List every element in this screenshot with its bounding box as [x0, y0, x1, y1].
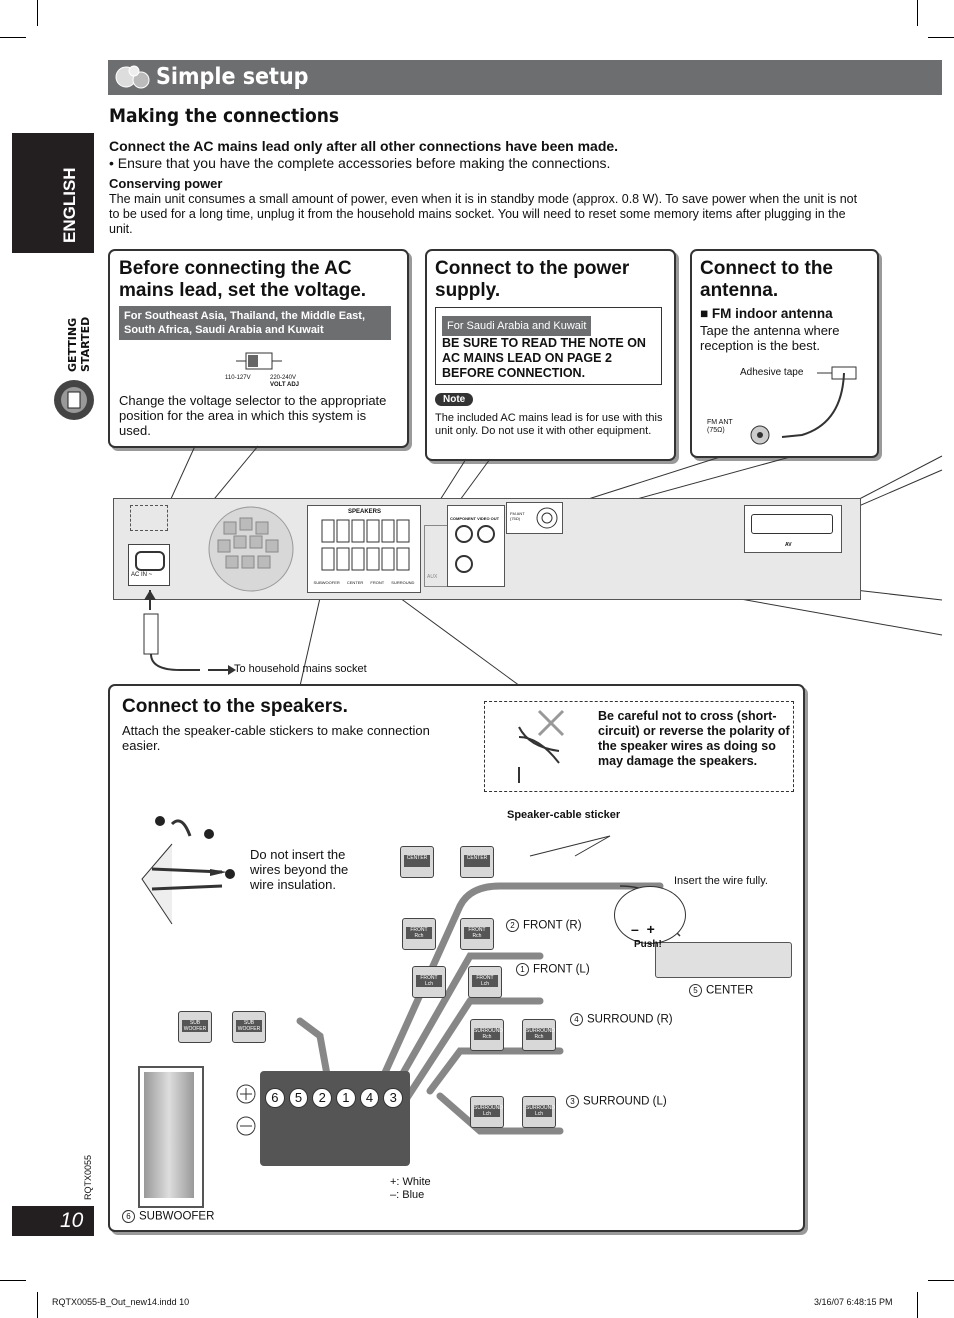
- speakers-text: Attach the speaker-cable stickers to mak…: [122, 723, 430, 753]
- voltage-text: Change the voltage selector to the appro…: [119, 393, 387, 438]
- page-title: Simple setup: [156, 64, 309, 90]
- vent-grille: [208, 506, 294, 592]
- insulation-note: Do not insert the wires beyond the wire …: [250, 847, 349, 892]
- insert-detail: – +: [614, 886, 686, 944]
- footer-file: RQTX0055-B_Out_new14.indd 10: [52, 1297, 190, 1307]
- crop-mark: [928, 37, 954, 38]
- crop-mark: [917, 0, 918, 26]
- mains-plug-icon: [143, 590, 236, 675]
- polarity-icons: [236, 1084, 256, 1136]
- voltage-selector-icon: [236, 352, 282, 370]
- speakers-title: Connect to the speakers.: [122, 696, 348, 717]
- short-circuit-icon: [518, 709, 565, 783]
- terminal-label: SUBWOOFER: [313, 580, 340, 585]
- terminal-block: [260, 1071, 410, 1166]
- subwoofer-speaker: [138, 1066, 204, 1208]
- speaker-terminals: SPEAKERS SUBWOOFER CENTER FRONT SURROUND: [307, 505, 421, 593]
- note-badge: Note: [435, 393, 474, 406]
- crop-mark: [37, 0, 38, 26]
- insert-note: Insert the wire fully.: [674, 875, 768, 887]
- tape-label: Adhesive tape: [740, 367, 804, 378]
- power-note-text: The included AC mains lead is for use wi…: [435, 412, 663, 437]
- wire-insert-icon: [141, 816, 235, 925]
- footer-date: 3/16/07 6:48:15 PM: [814, 1297, 893, 1307]
- voltage-box: Before connecting the AC mains lead, set…: [108, 249, 409, 448]
- conserve-title: Conserving power: [109, 176, 223, 191]
- crop-mark: [0, 37, 26, 38]
- power-notice: BE SURE TO READ THE NOTE ON AC MAINS LEA…: [442, 336, 646, 380]
- terminal-order: 6 5 2 1 4 3: [265, 1088, 407, 1108]
- bubbles-icon: [115, 65, 150, 89]
- caution-box: Be careful not to cross (short-circuit) …: [484, 701, 794, 792]
- power-title: Connect to the power supply.: [435, 258, 630, 301]
- crop-mark: [928, 1280, 954, 1281]
- rear-panel: AC IN ~ SPEAKERS SUBWOOFER CENTER FRONT …: [113, 498, 861, 600]
- voltage-title: Before connecting the AC mains lead, set…: [119, 258, 367, 301]
- crop-mark: [917, 1292, 918, 1318]
- av-label: AV: [785, 542, 792, 548]
- page-number-tab: 10: [12, 1206, 94, 1236]
- speakers-box: Connect to the speakers. Attach the spea…: [108, 684, 805, 1232]
- mains-caption: To household mains socket: [234, 663, 367, 675]
- power-notice-frame: For Saudi Arabia and Kuwait BE SURE TO R…: [435, 307, 662, 385]
- section-heading: Making the connections: [109, 105, 340, 127]
- power-region: For Saudi Arabia and Kuwait: [442, 316, 592, 336]
- voltage-left-label: 110-127V: [225, 375, 251, 381]
- center-speaker: [655, 942, 792, 978]
- antenna-text: Tape the antenna where reception is the …: [700, 323, 840, 353]
- antenna-title: Connect to the antenna.: [700, 258, 833, 301]
- polarity-legend: +: White –: Blue: [390, 1176, 431, 1201]
- language-tab: ENGLISH: [12, 133, 94, 253]
- component-label: COMPONENT VIDEO OUT: [450, 516, 500, 521]
- terminal-label: SURROUND: [391, 580, 415, 585]
- crop-mark: [0, 1280, 26, 1281]
- antenna-subtitle: ■ FM indoor antenna: [700, 306, 833, 321]
- fm-antenna-jack: FM ANT (75Ω): [506, 502, 563, 534]
- title-bar: Simple setup: [108, 60, 942, 95]
- ac-inlet: AC IN ~: [128, 544, 170, 586]
- av-scart: AV: [744, 505, 842, 553]
- aux-label: AUX: [427, 574, 438, 580]
- conserve-text: The main unit consumes a small amount of…: [109, 192, 858, 236]
- speakers-label: SPEAKERS: [348, 509, 382, 515]
- fm-jack-label: FM ANT (75Ω): [510, 511, 525, 521]
- intro-warning: Connect the AC mains lead only after all…: [109, 138, 619, 154]
- sticker-label: Speaker-cable sticker: [507, 809, 621, 821]
- antenna-icon: [750, 366, 857, 445]
- terminal-label: FRONT: [370, 580, 385, 585]
- page-number: 10: [60, 1209, 84, 1232]
- voltage-caption: VOLT ADJ: [270, 382, 300, 388]
- terminal-label: CENTER: [346, 580, 364, 585]
- voltage-switch-outline: [130, 505, 168, 531]
- disc-icon: [54, 380, 94, 420]
- voltage-region: For Southeast Asia, Thailand, the Middle…: [119, 306, 391, 340]
- doc-code: RQTX0055: [83, 1154, 93, 1200]
- ac-label: AC IN ~: [131, 572, 153, 578]
- component-video-out: COMPONENT VIDEO OUT: [447, 505, 505, 587]
- antenna-fm-label: FM ANT (75Ω): [707, 419, 733, 434]
- power-box: Connect to the power supply. For Saudi A…: [425, 249, 676, 461]
- caution-text: Be careful not to cross (short-circuit) …: [598, 709, 790, 768]
- antenna-box: Connect to the antenna. ■ FM indoor ante…: [690, 249, 879, 458]
- intro-bullet: • Ensure that you have the complete acce…: [109, 155, 611, 171]
- push-label: Push!: [634, 939, 662, 950]
- crop-mark: [37, 1292, 38, 1318]
- voltage-right-label: 220-240V: [270, 375, 297, 381]
